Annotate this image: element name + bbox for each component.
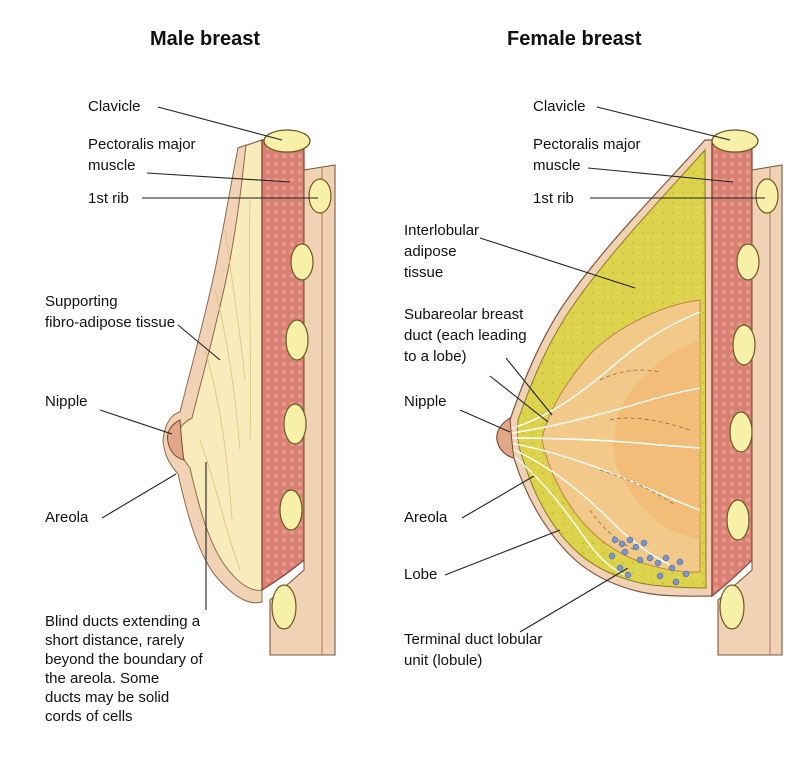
female-pectoralis-label-line2: muscle: [533, 157, 581, 174]
female-breast-illustration: [496, 129, 783, 656]
female-chest-wall: [717, 164, 783, 656]
male-rib-label: 1st rib: [88, 190, 129, 207]
leader-lines: [99, 106, 765, 633]
female-areola-label: Areola: [404, 509, 448, 526]
female-breast-title: Female breast: [507, 28, 642, 50]
female-duct-branches: [589, 369, 691, 551]
female-nipple-label: Nipple: [404, 393, 447, 410]
male-areola-label: Areola: [45, 509, 89, 526]
blind-ducts-line1: Blind ducts extending a: [45, 613, 201, 630]
blind-ducts-line4: the areola. Some: [45, 670, 160, 687]
blind-ducts-line5: ducts may be solid: [45, 689, 170, 706]
male-breast-title: Male breast: [150, 28, 261, 50]
male-chest-wall: [269, 164, 336, 656]
female-terminal-duct-label-line1: Terminal duct lobular: [404, 631, 543, 648]
female-clavicle-bone: [711, 129, 759, 153]
female-terminal-duct-label-line2: unit (lobule): [404, 652, 483, 669]
male-fibro-adipose-tissue: [167, 139, 263, 594]
female-subareolar-label-line3: to a lobe): [404, 348, 467, 365]
male-pectoralis-label-line1: Pectoralis major: [88, 136, 196, 153]
female-ducts: [504, 311, 701, 576]
blind-ducts-line2: short distance, rarely: [45, 632, 185, 649]
female-lobe-label: Lobe: [404, 566, 438, 583]
male-breast-illustration: [162, 129, 336, 656]
female-lobe-region: [613, 340, 700, 540]
male-supporting-label-line1: Supporting: [45, 293, 118, 310]
male-supporting-label-line2: fibro-adipose tissue: [45, 314, 176, 331]
male-blind-ducts-label: Blind ducts extending a short distance, …: [45, 612, 203, 726]
blind-ducts-line3: beyond the boundary of: [45, 651, 203, 668]
male-nipple-shape: [167, 419, 185, 461]
blind-ducts-line6: cords of cells: [45, 708, 133, 725]
male-pectoralis-label-line2: muscle: [88, 157, 136, 174]
female-interlobular-label-line3: tissue: [404, 264, 444, 281]
male-clavicle-bone: [263, 129, 311, 153]
male-ribs: [271, 178, 332, 630]
female-rib-label: 1st rib: [533, 190, 574, 207]
female-subareolar-label-line1: Subareolar breast: [404, 306, 524, 323]
male-fibrous-strands: [199, 199, 251, 571]
male-clavicle-label: Clavicle: [88, 98, 141, 115]
female-pectoralis-label-line1: Pectoralis major: [533, 136, 641, 153]
female-ribs: [719, 178, 779, 630]
female-interlobular-label-line2: adipose: [404, 243, 457, 260]
male-nipple-label: Nipple: [45, 393, 88, 410]
female-lobules: [608, 536, 690, 586]
female-interlobular-label-line1: Interlobular: [404, 222, 480, 239]
female-clavicle-label: Clavicle: [533, 98, 586, 115]
female-subareolar-label-line2: duct (each leading: [404, 327, 527, 344]
